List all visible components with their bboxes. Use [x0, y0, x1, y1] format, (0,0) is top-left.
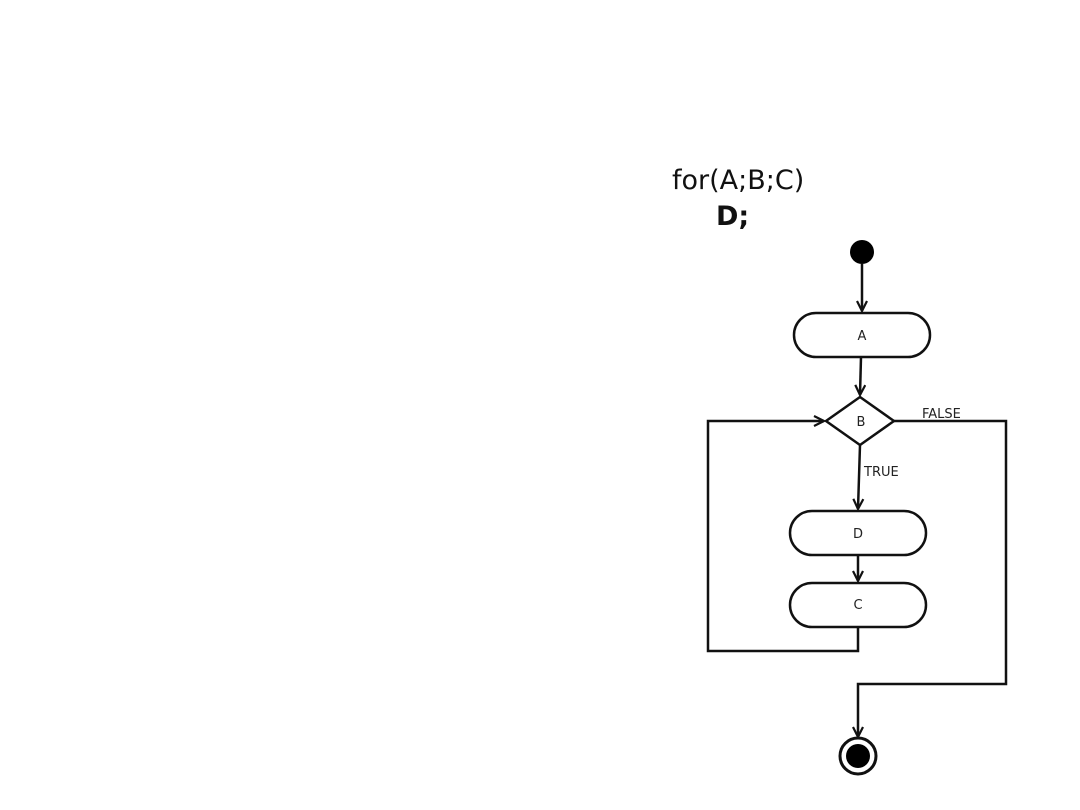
action-node-a: A: [792, 311, 932, 359]
action-node-d: D: [788, 509, 928, 557]
edge-c-loop-to-b: [706, 421, 860, 653]
action-node-d-label: D: [853, 527, 863, 542]
start-node: [850, 240, 874, 264]
code-for-statement: for(A;B;C): [672, 165, 805, 196]
edge-b-to-d: [858, 444, 860, 509]
false-label: FALSE: [922, 407, 961, 422]
edge-b-to-end: [858, 419, 1008, 737]
action-node-c-label: C: [853, 598, 862, 613]
edge-a-to-b: [860, 356, 861, 395]
true-label: TRUE: [863, 465, 899, 480]
decision-node-b-label: B: [857, 415, 866, 430]
code-body-statement: D;: [716, 201, 750, 232]
action-node-a-label: A: [858, 329, 867, 344]
action-node-c: C: [788, 581, 928, 629]
end-node: [838, 736, 878, 776]
decision-node-b: B: [823, 395, 897, 447]
